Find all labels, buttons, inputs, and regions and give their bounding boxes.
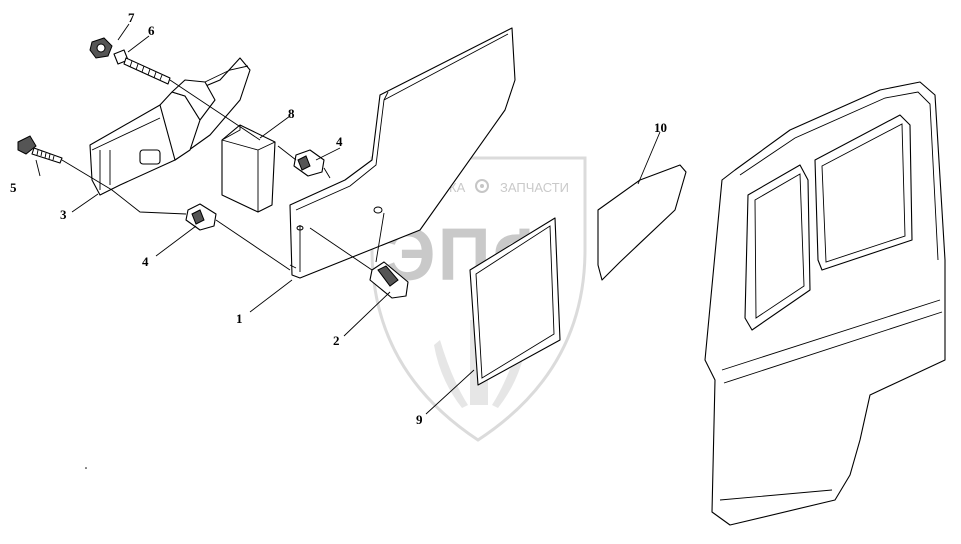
part-8-box bbox=[221, 124, 276, 213]
callout-3: 3 bbox=[60, 207, 67, 222]
leader-1 bbox=[249, 279, 293, 313]
part-6-screw bbox=[113, 49, 171, 85]
part-4-clip-upper bbox=[293, 149, 325, 177]
callout-4-lower: 4 bbox=[142, 254, 149, 269]
leader-3 bbox=[71, 193, 99, 213]
gear-icon bbox=[475, 179, 489, 193]
callout-9: 9 bbox=[416, 412, 423, 427]
leader-9 bbox=[425, 369, 475, 415]
scan-dot bbox=[85, 467, 87, 469]
leader-8 bbox=[259, 115, 291, 139]
part-5-screw bbox=[17, 135, 63, 164]
part-1-trim-panel bbox=[289, 27, 516, 279]
callout-2: 2 bbox=[333, 333, 340, 348]
callout-6: 6 bbox=[148, 23, 155, 38]
leader-4-lower bbox=[155, 225, 197, 257]
cab-door bbox=[704, 81, 946, 526]
leader-4-upper bbox=[315, 147, 341, 161]
part-9-window-seal bbox=[469, 217, 561, 386]
leader-2 bbox=[343, 291, 391, 337]
watermark-text-right: ЗАПЧАСТИ bbox=[500, 180, 569, 195]
leader-lines bbox=[35, 23, 661, 415]
callout-4-upper: 4 bbox=[336, 134, 343, 149]
leader-5 bbox=[35, 159, 41, 177]
watermark-shield-outline bbox=[370, 156, 587, 442]
callout-7: 7 bbox=[128, 10, 135, 25]
part-4-clip-lower bbox=[185, 203, 217, 231]
part-7-nut bbox=[89, 37, 113, 59]
leader-6 bbox=[127, 35, 150, 53]
callout-5: 5 bbox=[10, 180, 17, 195]
part-2-handle bbox=[369, 261, 409, 299]
part-10-glass bbox=[597, 164, 687, 281]
callout-1: 1 bbox=[236, 311, 243, 326]
leader-10 bbox=[637, 131, 661, 185]
part-3-bracket-housing bbox=[89, 57, 251, 196]
callout-10: 10 bbox=[654, 120, 667, 135]
callout-8: 8 bbox=[288, 106, 295, 121]
callout-labels: 7 6 8 4 5 3 4 1 2 9 10 bbox=[10, 10, 667, 427]
leader-7 bbox=[117, 23, 130, 41]
